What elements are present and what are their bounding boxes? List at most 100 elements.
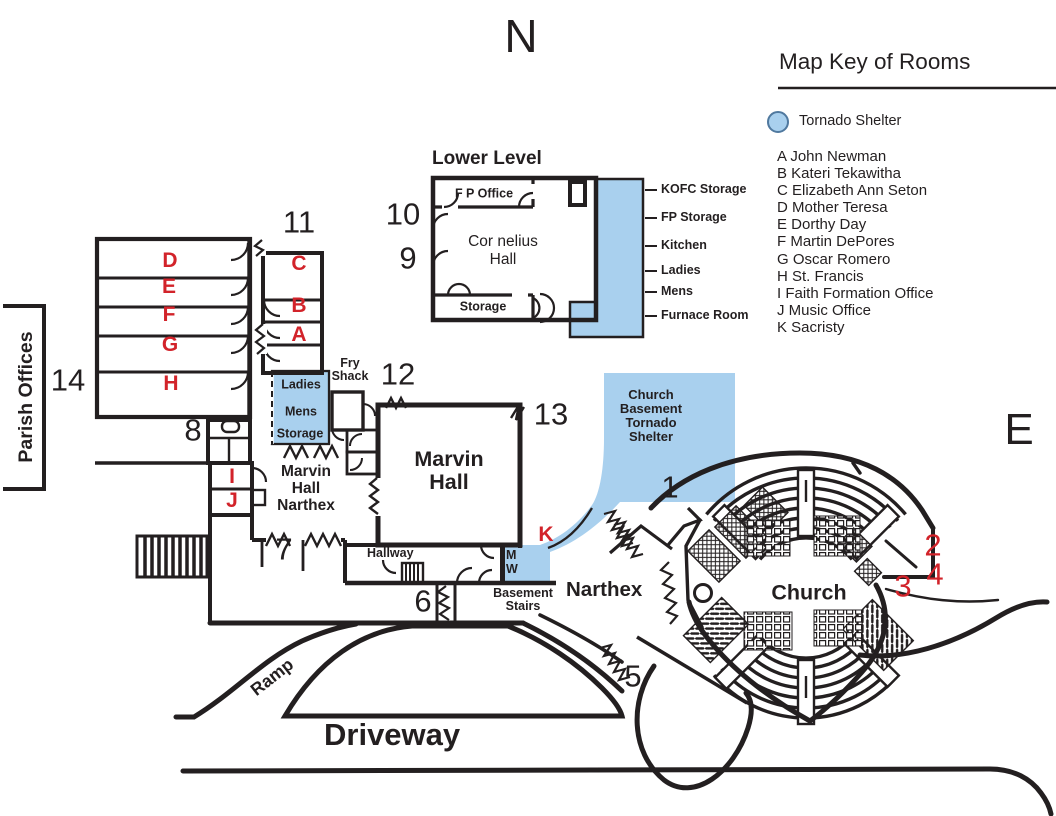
basement-stairs-line1: Basement (493, 586, 553, 600)
baptismal-font (693, 583, 713, 603)
room-mens: Mens (285, 404, 317, 419)
church-basement-shelter-area (503, 373, 735, 583)
room-letter-c: C (291, 251, 307, 275)
walkway-loop (634, 663, 754, 791)
parish-offices-bracket (3, 304, 46, 491)
key-room-item: G Oscar Romero (777, 250, 891, 268)
key-room-item: B Kateri Tekawitha (777, 165, 901, 183)
fry-shack-line1: Fry (340, 356, 360, 370)
door-marker-4: 4 (926, 556, 944, 592)
door-marker-6: 6 (414, 583, 432, 619)
door-marker-13: 13 (533, 396, 569, 432)
church-outer-walls (648, 450, 936, 724)
marvin-hall-narthex-label: Marvin Hall Narthex (277, 463, 335, 514)
exterior-stairs (135, 534, 209, 579)
fry-shack-line2: Shack (331, 369, 369, 383)
room-storage-lower: Storage (459, 299, 507, 314)
chimney-marker (568, 180, 587, 207)
basement-stairs-label: Basement Stairs (493, 587, 553, 612)
door-marker-12: 12 (380, 356, 416, 392)
door-marker-2: 2 (924, 527, 942, 563)
key-title: Map Key of Rooms (779, 49, 971, 74)
marvin-hall-line1: Marvin (414, 447, 484, 471)
room-letter-d: D (162, 248, 178, 272)
room-letter-a: A (291, 322, 307, 346)
door-marker-8: 8 (184, 412, 202, 448)
door-marker-14: 14 (50, 362, 86, 398)
room-letter-g: G (161, 332, 179, 356)
driveway-label: Driveway (324, 717, 461, 752)
cornelius-hall-line2: Hall (489, 250, 517, 268)
marvin-hall-label: Marvin Hall (414, 448, 483, 494)
basement-stairs-line2: Stairs (505, 598, 541, 613)
door-marker-10: 10 (385, 196, 421, 232)
mhn-line3: Narthex (277, 497, 335, 514)
key-room-item: F Martin DePores (777, 233, 895, 251)
ramp-curve (173, 621, 359, 720)
shelter-line4: Shelter (628, 429, 674, 444)
label-ladies-lower: Ladies (661, 263, 701, 277)
compass-north: N (504, 9, 538, 62)
room-letter-h: H (163, 371, 179, 395)
door-marker-11: 11 (282, 204, 316, 240)
room-letter-i: I (229, 464, 235, 488)
mhn-line1: Marvin (281, 463, 331, 480)
key-room-item: J Music Office (777, 301, 871, 319)
driveway-road (180, 766, 1054, 816)
door-marker-1: 1 (661, 469, 679, 505)
room-cornelius-hall: Cor nelius Hall (468, 233, 538, 268)
label-kofc-storage: KOFC Storage (661, 182, 747, 196)
driveway-island (280, 623, 626, 719)
label-mens-lower: Mens (661, 284, 693, 298)
lower-level-title: Lower Level (432, 148, 542, 169)
key-room-item: H St. Francis (777, 267, 864, 285)
room-ladies: Ladies (281, 377, 321, 392)
room-letter-f: F (162, 302, 176, 326)
cornelius-hall-line1: Cor nelius (468, 233, 538, 250)
hallway-stairs (400, 561, 425, 585)
parish-offices-label: Parish Offices (14, 331, 37, 463)
tornado-shelter-legend-icon (767, 111, 789, 133)
toilet-fixture (220, 419, 241, 434)
east-road (857, 599, 1050, 659)
label-furnace-room: Furnace Room (661, 308, 749, 322)
door-marker-3: 3 (894, 568, 912, 604)
key-room-item: I Faith Formation Office (777, 284, 934, 302)
shelter-line1: Church (628, 387, 674, 402)
compass-east: E (1004, 404, 1034, 454)
room-letter-e: E (161, 274, 177, 298)
door-marker-7: 7 (275, 531, 293, 567)
label-fp-storage: FP Storage (661, 210, 727, 224)
church-plan (648, 450, 936, 726)
legend-tornado-shelter: Tornado Shelter (799, 113, 902, 129)
room-letter-j: J (226, 488, 238, 512)
room-fp-office: F P Office (454, 186, 514, 201)
hallway-label: Hallway (367, 546, 414, 560)
marvin-hall-line2: Hall (429, 470, 469, 494)
key-room-item: E Dorthy Day (777, 216, 867, 234)
church-basement-shelter-label: Church Basement Tornado Shelter (620, 388, 682, 444)
tornado-shelter-areas (270, 177, 735, 583)
narthex-label: Narthex (566, 578, 643, 601)
key-room-list: A John Newman B Kateri Tekawitha C Eliza… (777, 148, 933, 336)
shelter-line2: Basement (619, 401, 683, 416)
label-kitchen: Kitchen (661, 238, 707, 252)
parish-offices-building (3, 236, 324, 579)
room-letter-k: K (538, 522, 554, 546)
key-room-item: A John Newman (777, 148, 887, 165)
key-room-item: C Elizabeth Ann Seton (777, 182, 928, 200)
key-room-item: D Mother Teresa (777, 199, 888, 217)
church-label: Church (771, 580, 847, 605)
door-marker-9: 9 (399, 240, 417, 276)
door-marker-5: 5 (624, 658, 642, 694)
mens-door-label: M (506, 548, 517, 562)
driveway-paths (173, 513, 1054, 816)
room-storage-west: Storage (276, 426, 324, 441)
key-room-item: K Sacristy (777, 318, 845, 336)
lower-level-plan (430, 175, 657, 324)
chair-clusters (743, 515, 863, 651)
key-panel-graphics (767, 86, 1056, 133)
mhn-line2: Hall (291, 480, 321, 497)
